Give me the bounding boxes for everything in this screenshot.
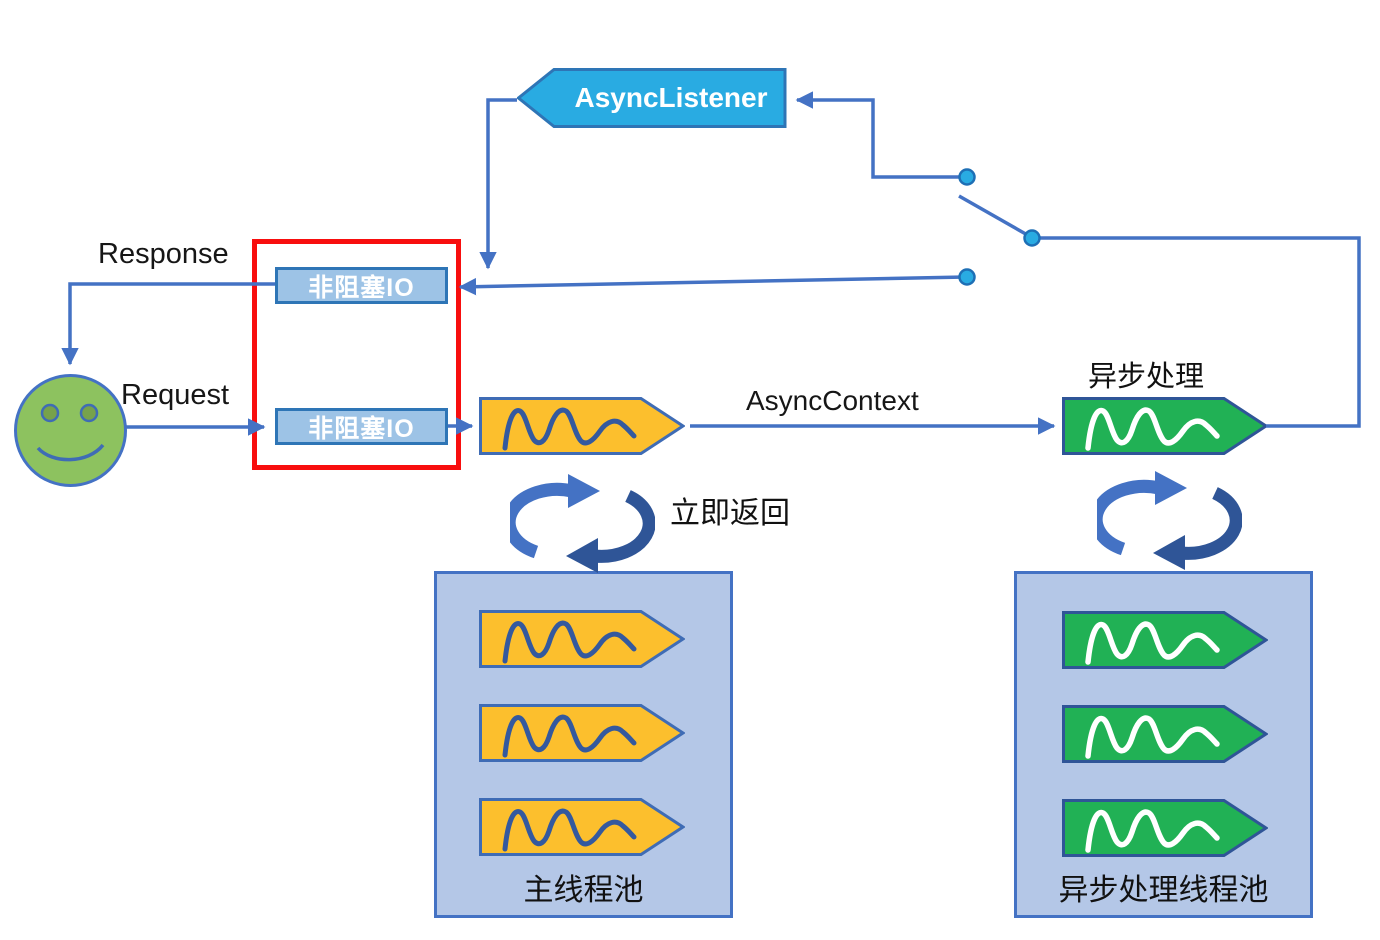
smiley-eye-left [40, 403, 60, 423]
switch-contact-dot-top [958, 168, 976, 186]
cycle-arrows-icon-main [510, 474, 655, 573]
pool-thread-icon [479, 610, 685, 668]
async-thread-pool-label: 异步处理线程池 [1058, 874, 1269, 907]
immediate-return-label: 立即返回 [670, 497, 790, 530]
nonblocking-io-box-top: 非阻塞IO [275, 267, 448, 304]
nonblocking-io-box-bottom: 非阻塞IO [275, 408, 448, 445]
smiley-eye-right [79, 403, 99, 423]
switch-contact-dot-bottom [958, 268, 976, 286]
async-thread-icon-green [1062, 397, 1268, 455]
async-listener-shape: AsyncListener [516, 68, 787, 128]
async-context-label: AsyncContext [746, 385, 919, 416]
switch-pivot-dot [1023, 229, 1041, 247]
smiley-mouth [36, 443, 105, 462]
pool-thread-icon [479, 704, 685, 762]
response-arrow [61, 282, 275, 366]
switch-lever [958, 194, 1032, 239]
listener-to-io-arrow [479, 98, 517, 270]
open-switch-icon [958, 168, 1041, 286]
pool-thread-icon [1062, 799, 1268, 857]
async-processing-label: 异步处理 [1088, 361, 1205, 393]
cycle-arrows-icon-async [1097, 471, 1242, 570]
pool-thread-icon [479, 798, 685, 856]
pool-thread-icon [1062, 705, 1268, 763]
smiley-face-icon [14, 374, 127, 487]
main-thread-icon-orange [479, 397, 685, 455]
request-label: Request [121, 379, 230, 411]
async-listener-label: AsyncListener [574, 82, 768, 113]
switch-to-listener-arrow [795, 91, 967, 179]
main-thread-pool-label: 主线程池 [523, 874, 644, 907]
pool-thread-icon [1062, 611, 1268, 669]
switch-to-io-arrow [458, 275, 967, 296]
async-listener-pentagon [516, 68, 787, 128]
response-label: Response [98, 238, 229, 270]
